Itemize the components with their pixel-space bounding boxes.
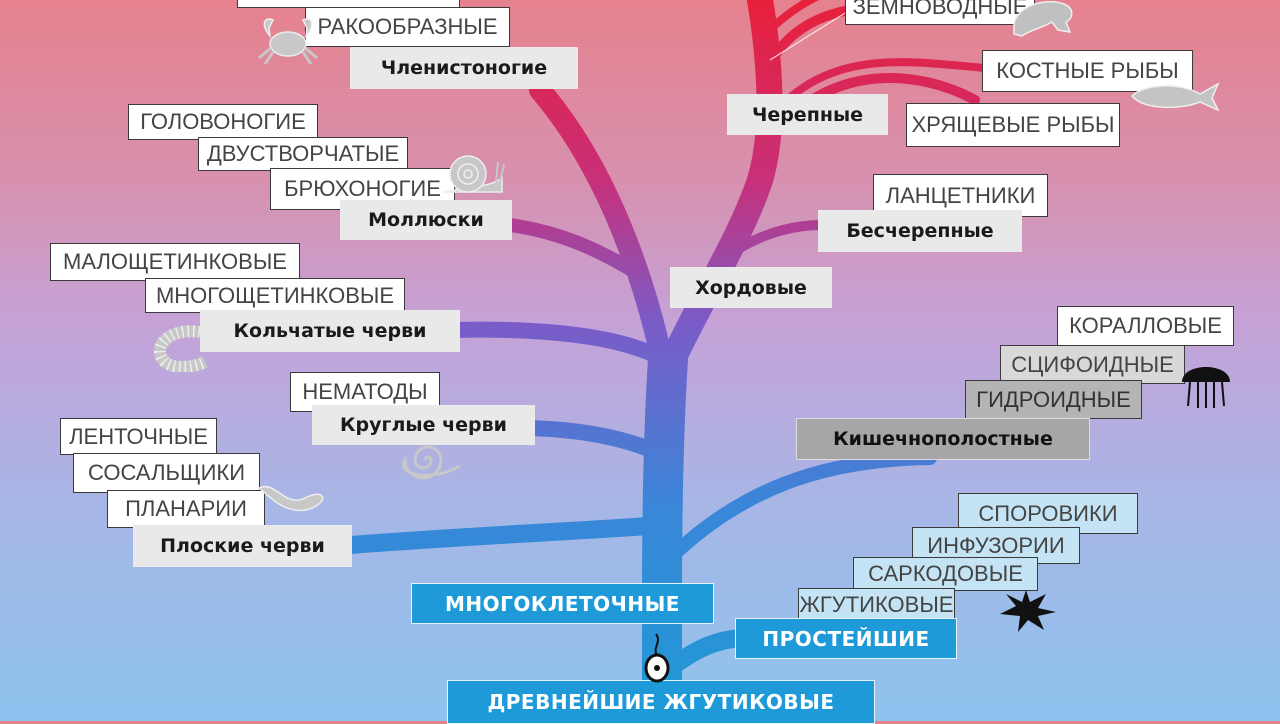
branch-molluscs: [503, 218, 647, 282]
subphylum-label-acraniates: Бесчерепные: [818, 210, 1022, 252]
class-label-lancelets: ЛАНЦЕТНИКИ: [873, 174, 1048, 217]
jellyfish-icon: [1182, 367, 1230, 408]
annelid-worm-icon: [153, 325, 208, 372]
branch-protozoa: [659, 629, 749, 679]
class-label-corals: КОРАЛЛОВЫЕ: [1057, 306, 1234, 346]
crab-icon: [258, 18, 318, 65]
branch-acraniates: [735, 220, 827, 253]
branch-coelenterates: [661, 451, 937, 567]
class-label-bivalves: ДВУСТВОРЧАТЫЕ: [198, 137, 408, 171]
group-label-protozoa: ПРОСТЕЙШИЕ: [735, 618, 957, 659]
class-label-crustaceans: РАКООБРАЗНЫЕ: [305, 7, 510, 47]
root-label-ancient-flagellates: ДРЕВНЕЙШИЕ ЖГУТИКОВЫЕ: [447, 680, 875, 724]
ancient-flagellate-icon: [644, 633, 670, 683]
class-label-flagellates: ЖГУТИКОВЫЕ: [798, 588, 955, 621]
phylum-label-molluscs: Моллюски: [340, 200, 512, 240]
branch-amphibians: [767, 5, 855, 65]
class-label-cartilaginous-fish: ХРЯЩЕВЫЕ РЫБЫ: [906, 103, 1120, 147]
planaria-icon: [257, 485, 324, 512]
phylum-label-roundworms: Круглые черви: [312, 405, 535, 445]
fish-icon: [1130, 82, 1220, 112]
class-label-planarians: ПЛАНАРИИ: [107, 490, 265, 528]
nematode-spiral-icon: [402, 445, 461, 480]
class-label-scyphozoa: СЦИФОИДНЫЕ: [1000, 345, 1185, 384]
amoeba-icon: [1000, 590, 1056, 632]
class-label-hydrozoa: ГИДРОИДНЫЕ: [965, 380, 1142, 419]
phylum-label-coelenterates: Кишечнополостные: [796, 418, 1090, 460]
class-label-tapeworms: ЛЕНТОЧНЫЕ: [60, 418, 217, 455]
branch-arthropods: [529, 79, 673, 371]
class-label-flukes: СОСАЛЬЩИКИ: [73, 453, 260, 493]
class-label-amphibians: ЗЕМНОВОДНЫЕ: [845, 0, 1035, 25]
snail-icon: [443, 155, 505, 193]
subphylum-label-craniates: Черепные: [727, 94, 888, 135]
class-label-sarcodina: САРКОДОВЫЕ: [853, 557, 1038, 591]
class-label-oligochaetes: МАЛОЩЕТИНКОВЫЕ: [50, 243, 300, 281]
branch-chordates: [655, 0, 783, 383]
phylum-label-annelids: Кольчатые черви: [200, 310, 460, 352]
branch-highlight: [769, 9, 851, 61]
class-label-bony-fish: КОСТНЫЕ РЫБЫ: [982, 50, 1193, 92]
phylum-label-flatworms: Плоские черви: [133, 525, 352, 567]
group-label-multicellular: МНОГОКЛЕТОЧНЫЕ: [411, 583, 714, 624]
branch-annelids: [447, 321, 673, 368]
frog-icon: [1013, 1, 1073, 37]
trunk: [642, 340, 688, 721]
branch-bony-fish: [768, 58, 989, 119]
branch-flatworms: [341, 516, 671, 554]
phylum-label-chordates: Хордовые: [670, 267, 832, 308]
branch-amphibians-2: [766, 0, 819, 34]
branch-roundworms: [522, 420, 672, 463]
class-label-cephalopods: ГОЛОВОНОГИЕ: [128, 104, 318, 140]
class-label-polychaetes: МНОГОЩЕТИНКОВЫЕ: [145, 278, 405, 313]
phylum-label-arthropods: Членистоногие: [350, 47, 578, 89]
